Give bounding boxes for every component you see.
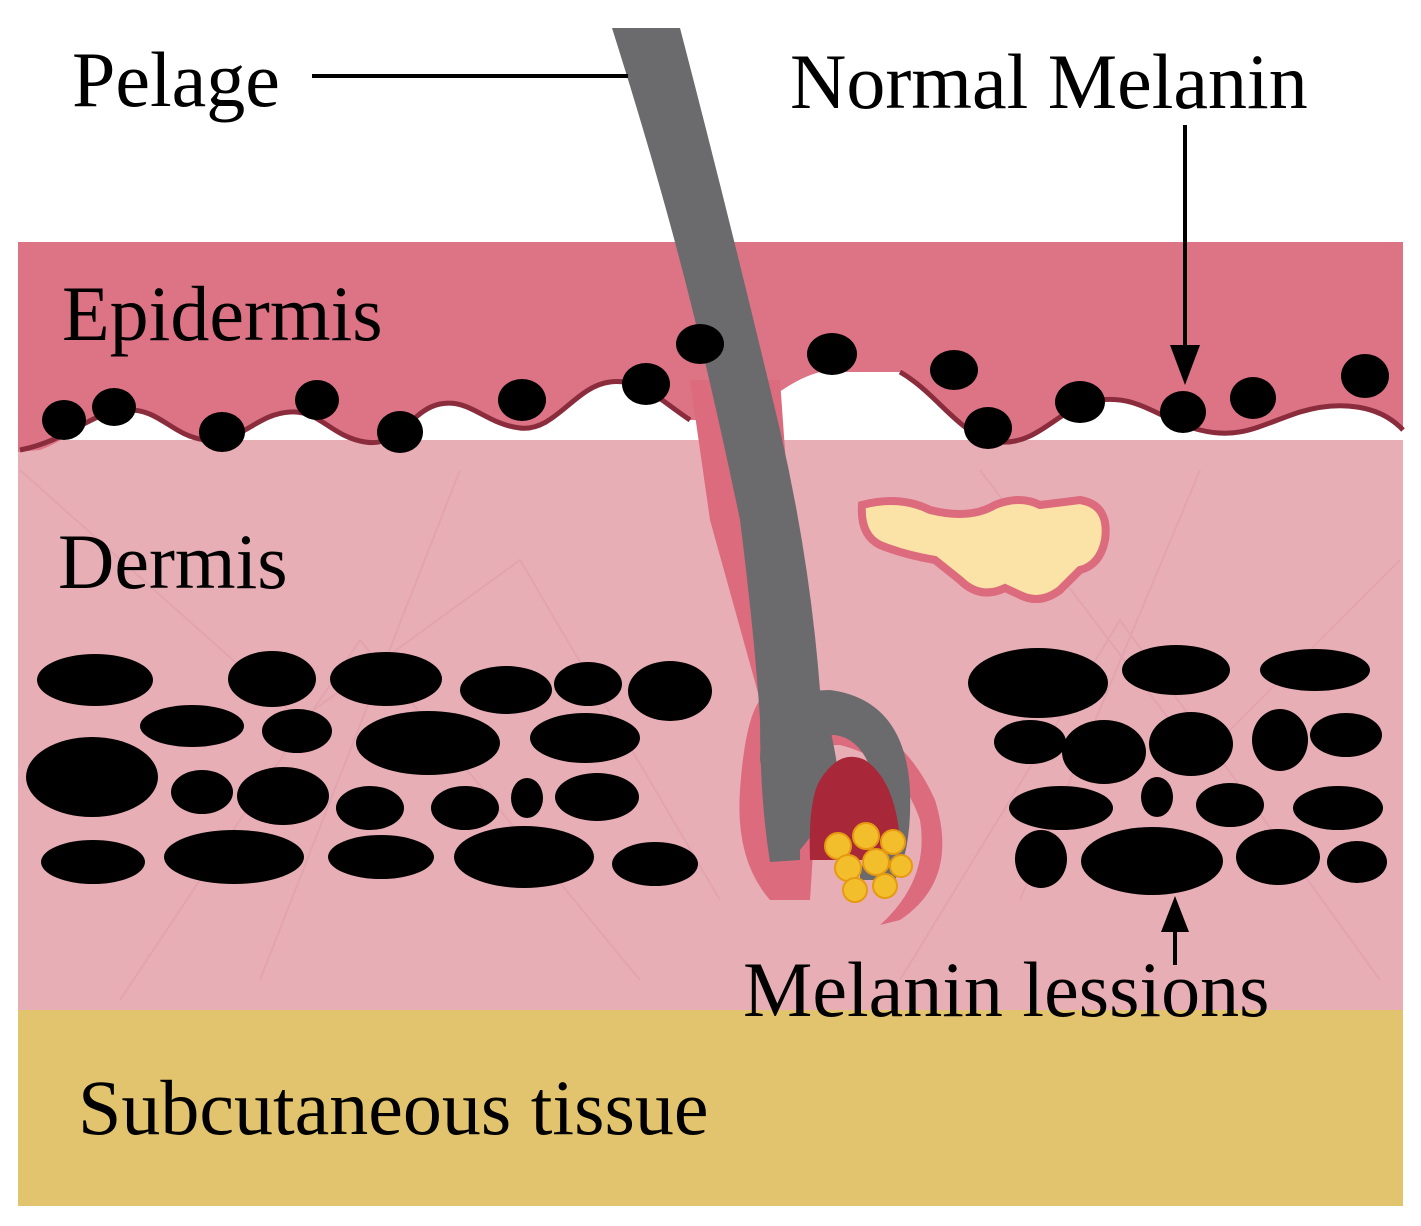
melanin-lesion — [1149, 712, 1233, 776]
melanin-granule — [1160, 391, 1206, 433]
melanin-lesion — [1122, 645, 1230, 695]
melanin-lesion — [1009, 786, 1113, 830]
melanin-lesion — [1252, 709, 1308, 771]
dermis-label: Dermis — [58, 518, 288, 605]
melanin-lesion — [994, 720, 1066, 764]
melanin-lesion — [454, 826, 594, 888]
melanin-granule — [676, 324, 724, 364]
melanin-granule — [622, 363, 670, 405]
melanin-lesion — [237, 767, 329, 825]
melanin-lesion — [228, 651, 316, 707]
melanin-lesion — [328, 835, 434, 879]
melanin-lesion — [555, 773, 639, 821]
melanin-granule — [42, 400, 86, 440]
melanin-lesion — [41, 840, 145, 884]
melanin-lesions-label: Melanin lessions — [743, 946, 1269, 1033]
melanin-lesion — [1236, 829, 1320, 885]
normal-melanin-arrowhead — [1170, 345, 1200, 385]
melanin-granule — [92, 388, 136, 426]
melanin-granule — [1341, 354, 1389, 398]
melanin-lesions-right — [968, 645, 1387, 895]
subcutaneous-layer — [18, 1008, 1403, 1206]
melanin-lesion — [262, 709, 332, 753]
melanin-lesion — [26, 737, 158, 817]
melanin-lesion — [628, 661, 712, 721]
melanin-lesions-left — [26, 651, 712, 888]
melanin-lesion — [1260, 649, 1370, 691]
melanin-lesion — [164, 830, 304, 884]
melanin-lesion — [1015, 830, 1067, 888]
melanin-lesion — [37, 654, 153, 706]
melanin-lesion — [1062, 720, 1146, 784]
melanin-granule — [498, 379, 546, 421]
melanin-granule — [1230, 377, 1276, 419]
melanin-lesion — [554, 662, 622, 706]
melanin-granule — [377, 411, 423, 453]
normal-melanin-granules — [42, 324, 1389, 453]
melanin-lesions-arrowhead — [1161, 896, 1189, 932]
melanin-lesion — [356, 711, 500, 775]
melanin-lesion — [612, 842, 698, 886]
melanin-lesion — [1081, 827, 1223, 895]
hair-bulb — [760, 690, 911, 880]
melanin-lesion — [1293, 786, 1383, 830]
melanin-lesion — [460, 666, 552, 714]
melanin-granule — [1055, 381, 1105, 423]
melanin-lesion — [1310, 713, 1382, 757]
melanin-lesion — [431, 786, 499, 830]
melanin-granule — [807, 333, 857, 375]
melanin-lesion — [511, 778, 543, 818]
melanin-lesion — [330, 652, 442, 706]
melanin-lesion — [140, 705, 244, 747]
melanin-lesion — [336, 786, 404, 830]
stem-cell-cluster — [824, 822, 913, 903]
melanin-granule — [964, 407, 1012, 449]
melanin-lesion — [530, 713, 640, 763]
pelage-label: Pelage — [72, 36, 280, 123]
melanin-granule — [199, 412, 245, 452]
normal-melanin-label: Normal Melanin — [790, 38, 1308, 125]
hair-shaft — [612, 28, 840, 862]
melanin-lesion — [1141, 777, 1173, 817]
melanin-lesion — [171, 770, 233, 814]
sebaceous-gland — [857, 495, 1110, 603]
melanin-granule — [930, 350, 978, 390]
melanin-lesion — [968, 648, 1108, 718]
basement-membrane — [19, 379, 692, 453]
epidermis-label: Epidermis — [62, 270, 383, 357]
melanin-lesion — [1327, 841, 1387, 883]
melanin-granule — [295, 380, 339, 420]
melanin-lesion — [1196, 783, 1264, 827]
subcutaneous-tissue-label: Subcutaneous tissue — [78, 1064, 708, 1151]
